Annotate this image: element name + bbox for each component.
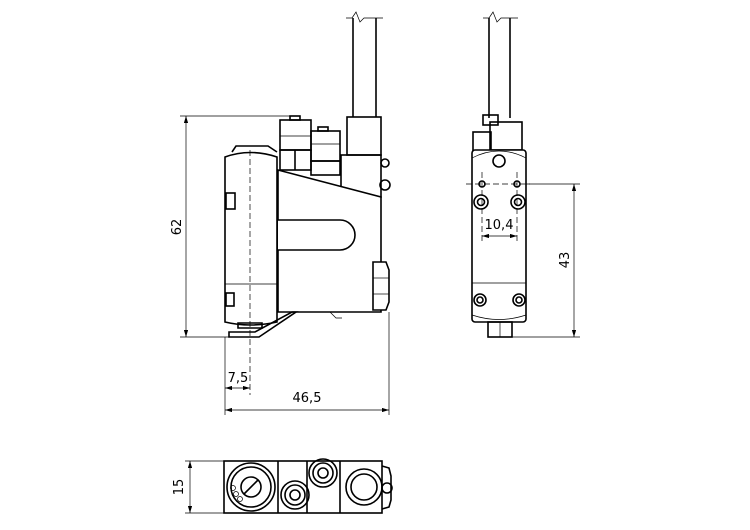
bottom-view bbox=[223, 458, 393, 514]
hex-nut bbox=[372, 261, 390, 311]
dimension-43-label: 43 bbox=[558, 252, 573, 269]
front-view bbox=[466, 11, 530, 338]
dimension-10-4: 10,4 bbox=[482, 218, 517, 239]
slot bbox=[278, 219, 356, 251]
bottom-body bbox=[223, 460, 383, 514]
top-fitting-1 bbox=[279, 115, 312, 171]
dimension-15-label: 15 bbox=[172, 479, 187, 496]
dimension-15: 15 bbox=[172, 460, 224, 514]
dimension-7-5-label: 7,5 bbox=[228, 371, 249, 386]
dimension-7-5: 7,5 bbox=[224, 337, 250, 415]
top-fitting-2 bbox=[310, 126, 341, 176]
dimension-43: 43 bbox=[512, 183, 580, 338]
dimension-10-4-label: 10,4 bbox=[485, 218, 514, 233]
side-view bbox=[224, 11, 391, 395]
cable bbox=[346, 11, 383, 117]
dimension-46-5-label: 46,5 bbox=[293, 391, 322, 406]
dimension-62: 62 bbox=[170, 115, 292, 338]
sensor-column bbox=[224, 151, 278, 326]
dimension-46-5: 46,5 bbox=[225, 312, 390, 415]
dimension-62-label: 62 bbox=[170, 219, 185, 236]
cable-gland bbox=[346, 116, 382, 156]
